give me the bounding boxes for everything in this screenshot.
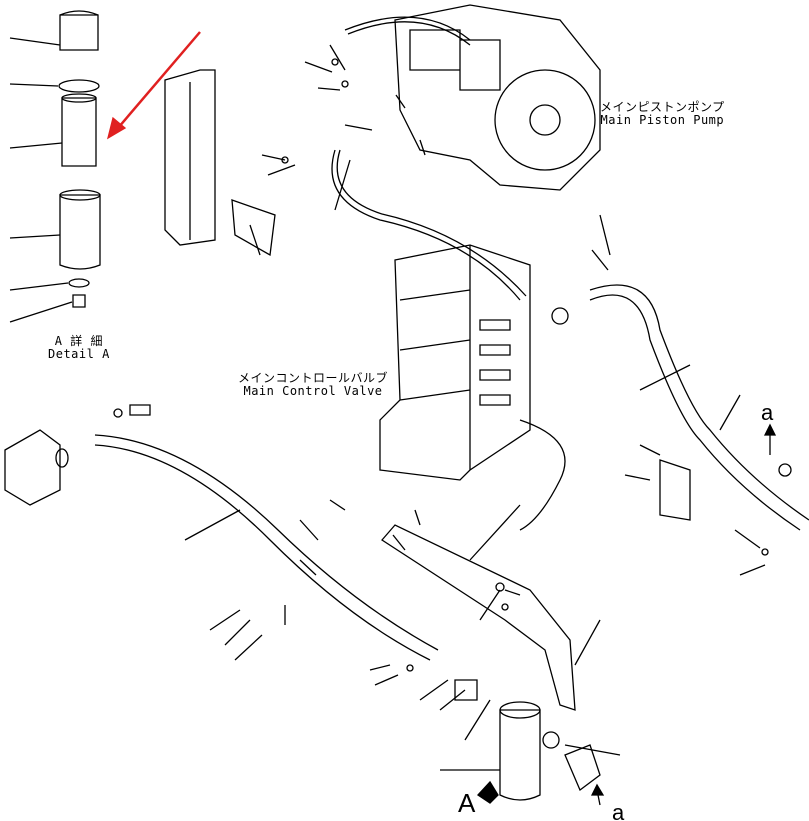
view-A-arrow [477,780,499,804]
view-a-label-upper: a [761,400,774,425]
pump-label-en: Main Piston Pump [600,113,725,127]
highlight-arrow-head [106,116,127,140]
bracket-right [659,459,691,521]
bracket-lower [381,524,576,711]
view-A-label: A [458,788,476,818]
view-a-label-lower: a [612,800,625,821]
detail-label-en: Detail A [48,347,110,361]
bracket-upper [164,69,216,246]
valve-label-en: Main Control Valve [243,384,383,398]
highlight-arrow [117,31,201,129]
left-valve-block [4,429,61,506]
view-a-arrow-lower [590,783,605,796]
pump-label-jp: メインピストンポンプ [600,100,725,114]
main-piston-pump [394,4,601,191]
detail-label-jp: A 詳 細 [54,334,103,348]
filter-housing [454,679,601,801]
fasteners [113,58,792,672]
hoses [94,16,809,661]
leader-lines [9,37,766,771]
valve-label-jp: メインコントロールバルブ [238,371,389,385]
main-control-valve [379,244,531,481]
bracket-plate [231,199,276,257]
filter-detail-a [58,10,101,308]
